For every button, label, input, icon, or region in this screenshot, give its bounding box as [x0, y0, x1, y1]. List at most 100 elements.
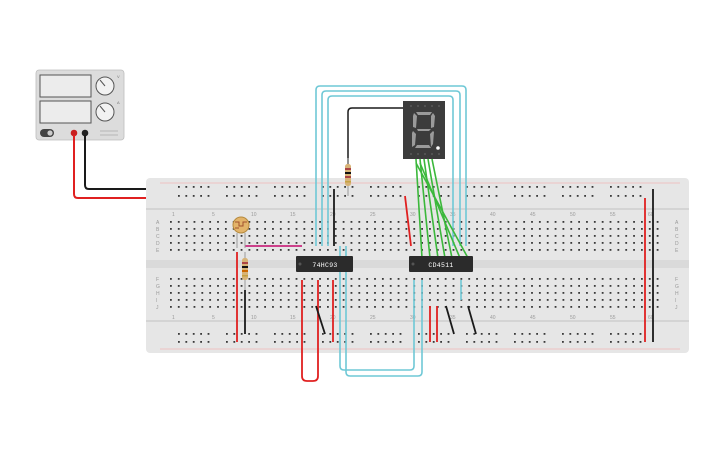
breadboard-hole[interactable]: [374, 299, 376, 301]
breadboard-hole[interactable]: [625, 235, 628, 237]
breadboard-hole[interactable]: [279, 278, 282, 280]
breadboard-hole[interactable]: [641, 306, 643, 308]
breadboard-hole[interactable]: [593, 242, 596, 244]
breadboard-hole[interactable]: [389, 242, 392, 244]
breadboard-hole[interactable]: [569, 195, 572, 197]
breadboard-hole[interactable]: [562, 228, 565, 230]
breadboard-hole[interactable]: [295, 242, 298, 244]
breadboard-hole[interactable]: [617, 186, 620, 188]
breadboard-hole[interactable]: [322, 186, 324, 188]
breadboard-hole[interactable]: [322, 333, 324, 335]
breadboard-hole[interactable]: [405, 278, 408, 280]
breadboard-hole[interactable]: [460, 228, 463, 230]
breadboard-hole[interactable]: [641, 292, 643, 294]
breadboard-hole[interactable]: [255, 333, 258, 335]
breadboard-hole[interactable]: [601, 299, 604, 301]
breadboard-hole[interactable]: [543, 333, 546, 335]
breadboard-hole[interactable]: [200, 341, 202, 343]
breadboard-hole[interactable]: [538, 221, 541, 223]
breadboard-hole[interactable]: [201, 221, 204, 223]
breadboard-hole[interactable]: [303, 292, 306, 294]
breadboard-hole[interactable]: [366, 249, 369, 251]
breadboard-hole[interactable]: [484, 242, 486, 244]
breadboard-hole[interactable]: [593, 292, 596, 294]
breadboard-hole[interactable]: [531, 285, 533, 287]
breadboard-hole[interactable]: [648, 235, 651, 237]
breadboard-hole[interactable]: [303, 278, 306, 280]
breadboard-hole[interactable]: [466, 333, 468, 335]
breadboard-hole[interactable]: [591, 195, 594, 197]
breadboard-hole[interactable]: [515, 235, 518, 237]
breadboard-hole[interactable]: [319, 249, 321, 251]
breadboard-hole[interactable]: [576, 333, 579, 335]
breadboard-hole[interactable]: [413, 249, 416, 251]
breadboard-hole[interactable]: [641, 299, 643, 301]
breadboard-hole[interactable]: [625, 242, 628, 244]
breadboard-hole[interactable]: [303, 333, 306, 335]
breadboard-hole[interactable]: [240, 285, 243, 287]
breadboard-hole[interactable]: [507, 228, 510, 230]
breadboard-hole[interactable]: [421, 221, 423, 223]
breadboard-hole[interactable]: [429, 278, 431, 280]
breadboard-hole[interactable]: [209, 292, 212, 294]
breadboard-hole[interactable]: [460, 235, 463, 237]
breadboard-hole[interactable]: [543, 195, 546, 197]
breadboard-hole[interactable]: [586, 299, 588, 301]
breadboard-hole[interactable]: [397, 249, 400, 251]
breadboard-hole[interactable]: [224, 306, 227, 308]
breadboard-hole[interactable]: [586, 242, 588, 244]
breadboard-hole[interactable]: [232, 242, 235, 244]
breadboard-hole[interactable]: [192, 186, 195, 188]
breadboard-hole[interactable]: [641, 221, 643, 223]
breadboard-hole[interactable]: [224, 249, 227, 251]
breadboard-hole[interactable]: [480, 333, 483, 335]
breadboard-hole[interactable]: [484, 235, 486, 237]
breadboard-hole[interactable]: [429, 221, 431, 223]
breadboard-hole[interactable]: [200, 186, 202, 188]
breadboard-hole[interactable]: [193, 278, 196, 280]
breadboard-hole[interactable]: [531, 306, 533, 308]
breadboard-hole[interactable]: [593, 299, 596, 301]
breadboard-hole[interactable]: [444, 292, 447, 294]
breadboard-hole[interactable]: [193, 228, 196, 230]
breadboard-hole[interactable]: [264, 235, 266, 237]
breadboard-hole[interactable]: [499, 299, 502, 301]
breadboard-hole[interactable]: [584, 341, 586, 343]
chip-cd4511[interactable]: CD4511: [409, 256, 473, 272]
breadboard-hole[interactable]: [200, 195, 202, 197]
breadboard-hole[interactable]: [538, 292, 541, 294]
breadboard-hole[interactable]: [281, 341, 284, 343]
breadboard-hole[interactable]: [303, 195, 306, 197]
breadboard-hole[interactable]: [617, 242, 620, 244]
breadboard-hole[interactable]: [256, 278, 259, 280]
breadboard-hole[interactable]: [562, 292, 565, 294]
breadboard-hole[interactable]: [601, 249, 604, 251]
breadboard-hole[interactable]: [327, 306, 329, 308]
breadboard-hole[interactable]: [342, 228, 345, 230]
breadboard-hole[interactable]: [377, 333, 380, 335]
breadboard-hole[interactable]: [523, 299, 526, 301]
breadboard-hole[interactable]: [193, 242, 196, 244]
breadboard-hole[interactable]: [554, 285, 557, 287]
breadboard-hole[interactable]: [546, 285, 549, 287]
breadboard-hole[interactable]: [319, 242, 321, 244]
breadboard-hole[interactable]: [436, 242, 439, 244]
breadboard-hole[interactable]: [473, 333, 476, 335]
breadboard-hole[interactable]: [499, 242, 502, 244]
breadboard-hole[interactable]: [374, 228, 376, 230]
breadboard-hole[interactable]: [232, 249, 235, 251]
breadboard-hole[interactable]: [601, 292, 604, 294]
breadboard-hole[interactable]: [656, 299, 659, 301]
breadboard-hole[interactable]: [429, 299, 431, 301]
breadboard-hole[interactable]: [656, 249, 659, 251]
breadboard-hole[interactable]: [609, 228, 612, 230]
breadboard-hole[interactable]: [377, 341, 380, 343]
breadboard-hole[interactable]: [444, 299, 447, 301]
breadboard-hole[interactable]: [334, 235, 337, 237]
breadboard-hole[interactable]: [279, 285, 282, 287]
breadboard-hole[interactable]: [350, 242, 353, 244]
breadboard-hole[interactable]: [272, 221, 274, 223]
breadboard-hole[interactable]: [377, 186, 380, 188]
breadboard-hole[interactable]: [322, 195, 324, 197]
breadboard-hole[interactable]: [193, 285, 196, 287]
